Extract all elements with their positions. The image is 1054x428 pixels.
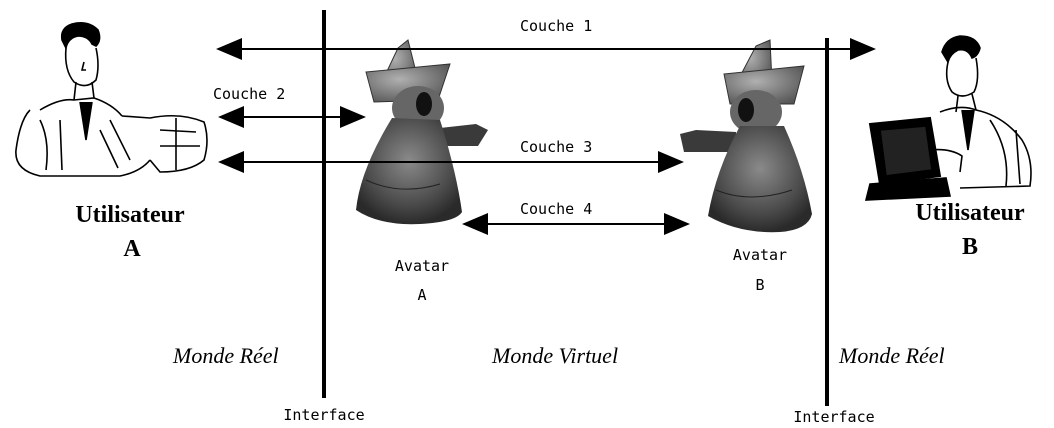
arrow-couche-2 (218, 106, 366, 128)
label-interface-right: Interface (793, 408, 874, 426)
label-user-a-title: Utilisateur (75, 202, 185, 228)
label-avatar-b-letter: B (755, 276, 764, 294)
label-couche-4: Couche 4 (520, 200, 592, 218)
label-avatar-a-title: Avatar (395, 257, 449, 275)
label-couche-1: Couche 1 (520, 17, 592, 35)
user-b-illustration (864, 35, 1032, 201)
avatar-b-figure (680, 39, 812, 233)
label-user-b-letter: B (962, 234, 978, 260)
arrow-couche-3 (218, 151, 684, 173)
label-couche-3: Couche 3 (520, 138, 592, 156)
label-interface-left: Interface (283, 406, 364, 424)
label-world-real-right: Monde Réel (838, 343, 945, 368)
label-avatar-b-title: Avatar (733, 246, 787, 264)
avatar-a-figure (356, 39, 488, 225)
arrow-couche-1 (216, 38, 876, 60)
label-user-b-title: Utilisateur (915, 200, 1025, 226)
label-world-virtual: Monde Virtuel (491, 343, 618, 368)
arrow-couche-4 (462, 213, 690, 235)
label-avatar-a-letter: A (417, 286, 426, 304)
label-world-real-left: Monde Réel (172, 343, 279, 368)
user-a-illustration (15, 22, 208, 177)
label-user-a-letter: A (123, 236, 141, 262)
label-couche-2: Couche 2 (213, 85, 285, 103)
